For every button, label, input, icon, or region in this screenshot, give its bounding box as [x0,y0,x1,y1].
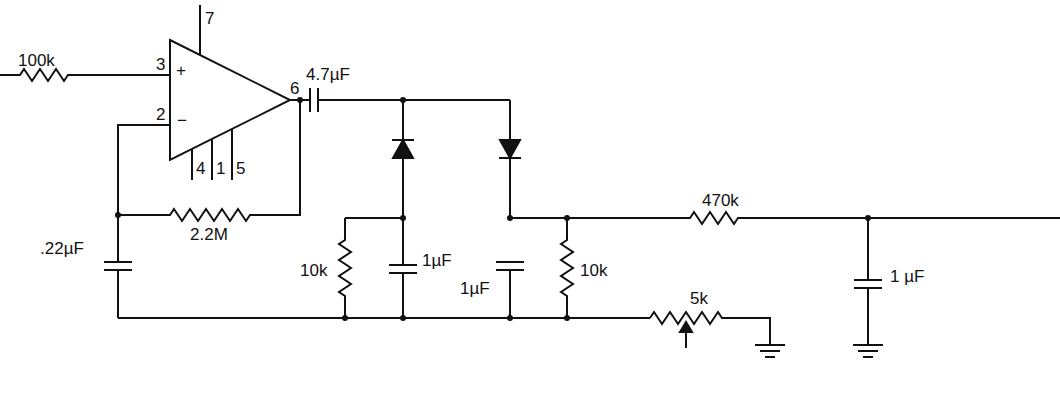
capacitor-symbol [496,262,524,318]
potentiometer-value: 5k [690,290,708,307]
wire [118,125,170,262]
capacitor-symbol [854,218,882,345]
wiper-arrow [680,322,692,332]
resistor-symbol [0,69,170,81]
resistor-value: 470k [702,192,739,209]
capacitor-value: 4.7µF [306,66,350,83]
junction-dots [115,97,871,321]
wire [345,217,403,219]
resistor-value: 10k [580,262,607,279]
potentiometer-symbol [650,312,770,345]
pin-number: 2 [156,106,165,123]
resistor-symbol [118,100,300,221]
capacitor-value: 1 µF [890,268,924,285]
capacitor-value: .22µF [40,240,84,257]
pin-wire [192,129,232,180]
input-sign: − [177,112,187,129]
diode-symbol [392,139,414,141]
resistor-symbol [561,218,573,318]
resistor-value: 100k [18,52,55,69]
capacitor-value: 1µF [422,252,452,269]
pin-number: 5 [236,160,245,177]
capacitor-symbol [389,218,417,318]
opamp-symbol [170,40,290,160]
ground-symbol [853,345,883,357]
pin-number: 4 [196,160,205,177]
resistor-value: 10k [300,262,327,279]
diode-symbol [500,140,520,158]
input-sign: + [176,62,186,79]
diode-symbol [393,140,413,158]
resistor-symbol [339,218,351,318]
wire [290,88,510,112]
resistor-value: 2.2M [190,226,228,243]
wire [118,317,650,319]
resistor-symbol [510,212,1060,224]
pin-number: 3 [156,56,165,73]
capacitor-value: 1µF [460,280,490,297]
diode-symbol [499,157,521,159]
pin-number: 6 [290,80,299,97]
pin-wire [199,5,201,55]
ground-symbol [755,345,785,357]
pin-number: 1 [216,160,225,177]
capacitor-symbol [104,262,132,318]
pin-number: 7 [205,10,214,27]
